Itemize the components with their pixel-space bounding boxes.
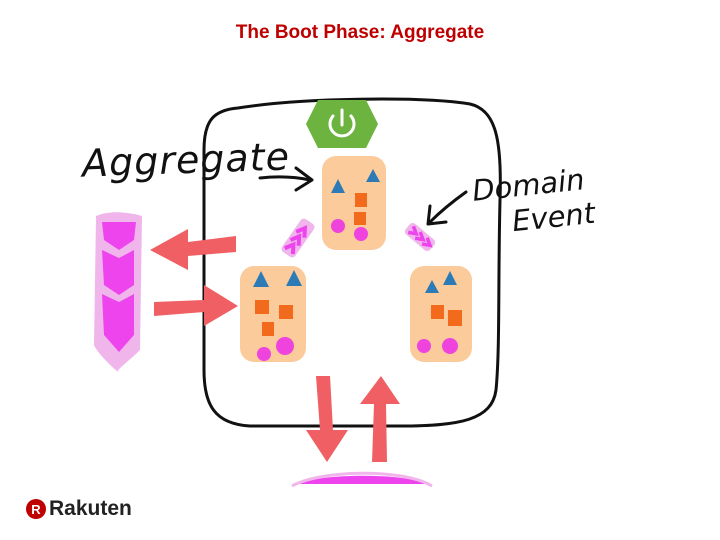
- aggregate-pointer-arrow: [258, 166, 314, 192]
- replay-arrow: [154, 285, 238, 326]
- aggregate-icon: [410, 266, 472, 362]
- restore-arrow: [360, 376, 400, 462]
- bounded-context-outline: [202, 97, 502, 428]
- load-arrow: [150, 229, 236, 270]
- slide-title: The Boot Phase: Aggregate: [235, 22, 485, 43]
- brand-mark-icon: R: [26, 499, 46, 519]
- brand-logo: R Rakuten: [26, 497, 132, 521]
- aggregate-icon: [322, 156, 386, 250]
- domain-event-pointer-arrow: [426, 190, 468, 226]
- brand-name: Rakuten: [49, 497, 132, 520]
- power-icon: [306, 100, 378, 148]
- domain-event-icon: [404, 222, 436, 252]
- aggregate-label: Aggregate: [81, 134, 291, 186]
- event-store-icon: [94, 212, 142, 372]
- event-store-icon: [291, 471, 433, 488]
- aggregate-icon: [240, 266, 306, 362]
- domain-event-icon: [281, 218, 315, 258]
- persist-arrow: [306, 376, 348, 462]
